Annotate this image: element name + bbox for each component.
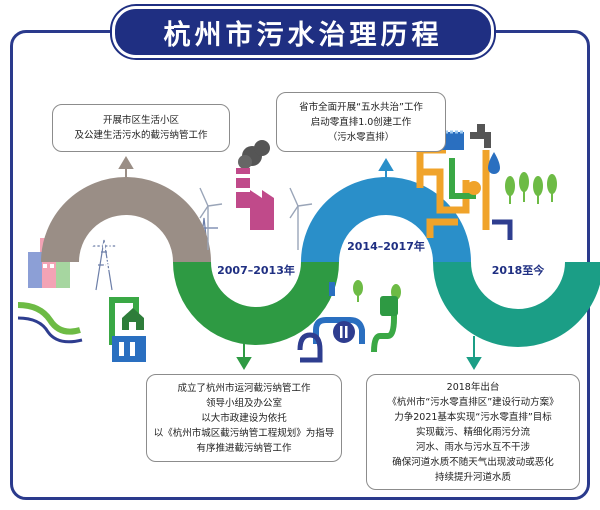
stage-2-bowl [173, 261, 339, 345]
faucet-icon [470, 124, 491, 148]
navy-wave-pipe [17, 316, 83, 344]
arrow-stage-2 [236, 334, 252, 370]
stage-3-description: 省市全面开展“五水共治”工作 启动零直排1.0创建工作 （污水零直排） [276, 92, 446, 152]
blue-pipe [313, 282, 365, 344]
tree-icon [353, 172, 557, 306]
description-line: 及公建生活污水的截污纳管工作 [74, 130, 208, 141]
description-line: 力争2021基本实现“污水零直排”目标 [394, 411, 552, 423]
green-drain-pipe [109, 297, 139, 345]
description-line: 开展市区生活小区 [102, 115, 179, 126]
stage-3-arch [301, 177, 471, 263]
stage-4-name: 新时期 [493, 279, 542, 297]
description-line: 有序推进截污纳管工作 [196, 442, 292, 454]
blue-tank [112, 336, 146, 362]
stage-2-description: 成立了杭州市运河截污纳管工作 领导小组及办公室 以大市政建设为依托 以《杭州市城… [146, 374, 342, 462]
navy-right-pipe [492, 219, 513, 240]
green-right-pipe [371, 300, 397, 353]
green-tank [380, 296, 398, 316]
wind-turbine-icon [199, 187, 313, 250]
arrow-stage-1 [118, 156, 134, 192]
description-line: 以大市政建设为依托 [201, 412, 287, 424]
page-title: 杭州市污水治理历程 [163, 19, 443, 51]
green-stage4-pipe [449, 158, 476, 199]
house-icon [122, 308, 144, 330]
description-line: 以《杭州市城区截污纳管工程规划》为指导 [153, 427, 335, 439]
description-line: 省市全面开展“五水共治”工作 [299, 101, 423, 113]
arrow-stage-3 [378, 158, 394, 190]
description-line: 实现截污、精细化雨污分流 [415, 426, 530, 438]
description-line: 启动零直排1.0创建工作 [310, 116, 412, 128]
description-line: 河水、雨水与污水互不干涉 [415, 441, 530, 453]
stage-1-years: 2000–2006年 [87, 240, 165, 253]
description-line: 领导小组及办公室 [205, 397, 282, 409]
stage-4-description: 2018年出台 《杭州市“污水零直排区”建设行动方案》 力争2021基本实现“污… [366, 374, 580, 490]
stage-4-bowl [433, 261, 600, 347]
stage-1-description: 开展市区生活小区 及公建生活污水的截污纳管工作 [52, 104, 230, 152]
stage-3-name: 推进期 [361, 255, 410, 273]
water-drop-icon [488, 152, 500, 174]
stage-2-years: 2007–2013年 [217, 264, 295, 277]
description-line: （污水零直排） [327, 131, 395, 143]
title-banner: 杭州市污水治理历程 [112, 6, 494, 58]
arrow-stage-4 [466, 336, 482, 370]
stage-4-years: 2018至今 [491, 264, 545, 277]
description-line: 《杭州市“污水零直排区”建设行动方案》 [387, 396, 559, 408]
description-line: 确保河道水质不随天气出现波动或恶化 [392, 456, 554, 468]
valve-icon [333, 321, 355, 343]
description-line: 持续提升河道水质 [434, 471, 511, 483]
description-line: 2018年出台 [446, 381, 500, 393]
navy-loop-pipe [297, 332, 323, 363]
stage-1-arch [41, 177, 211, 263]
stage-2-name: 探索期 [231, 279, 280, 297]
stage-1-name: 启蒙期 [101, 255, 150, 273]
green-wave-pipe [17, 302, 81, 335]
drain-tank [467, 181, 481, 195]
description-line: 成立了杭州市运河截污纳管工作 [177, 382, 311, 394]
stage-3-years: 2014–2017年 [347, 240, 425, 253]
factory-icon [236, 140, 274, 230]
